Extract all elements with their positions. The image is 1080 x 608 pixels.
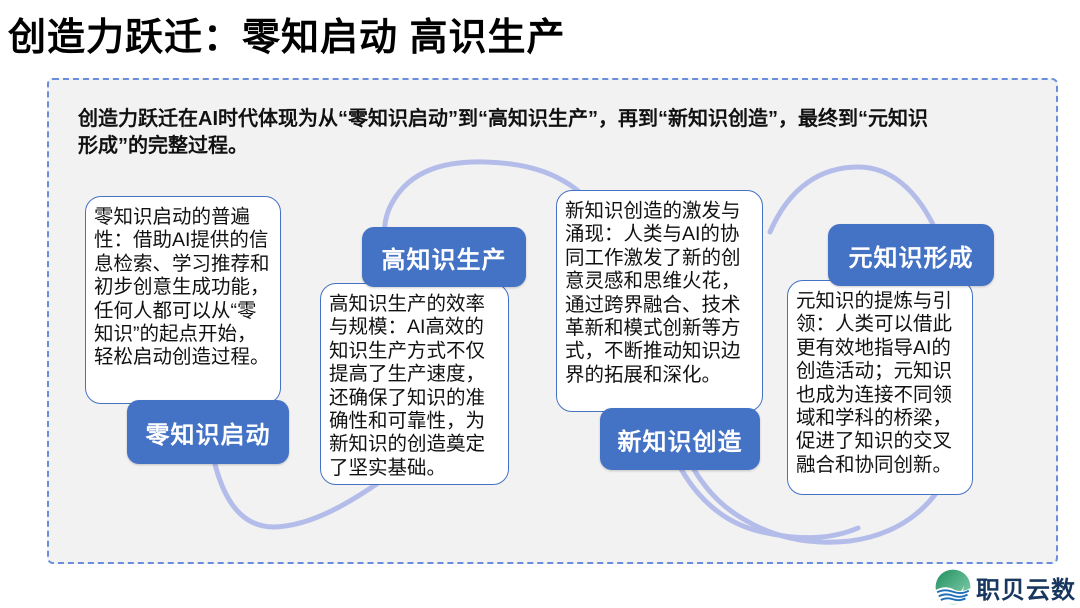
stage-description-box: 新知识创造的激发与涌现：人类与AI的协同工作激发了新的创意灵感和思维火花，通过跨… [556,190,763,412]
stage-label-new-knowledge-creation: 新知识创造 [600,408,760,470]
stage-description-box: 元知识的提炼与引领：人类可以借此更有效地指导AI的创造活动；元知识也成为连接不同… [787,280,973,495]
brand-logo: 职贝云数 [934,568,1076,606]
brand-name: 职贝云数 [976,576,1076,604]
stage-description-box: 高知识生产的效率与规模：AI高效的知识生产方式不仅提高了生产速度，还确保了知识的… [320,283,509,485]
stage-label-high-knowledge-production: 高知识生产 [362,227,526,287]
brand-globe-wave-icon [935,569,971,605]
stage-description-box: 零知识启动的普遍性：借助AI提供的信息检索、学习推荐和初步创意生成功能，任何人都… [85,196,281,404]
page-title: 创造力跃迁：零知启动 高识生产 [8,17,566,59]
stage-label-meta-knowledge-formation: 元知识形成 [828,224,994,286]
panel-intro-text: 创造力跃迁在AI时代体现为从“零知识启动”到“高知识生产”，再到“新知识创造”，… [78,108,928,157]
stage-label-zero-knowledge-start: 零知识启动 [127,400,289,464]
